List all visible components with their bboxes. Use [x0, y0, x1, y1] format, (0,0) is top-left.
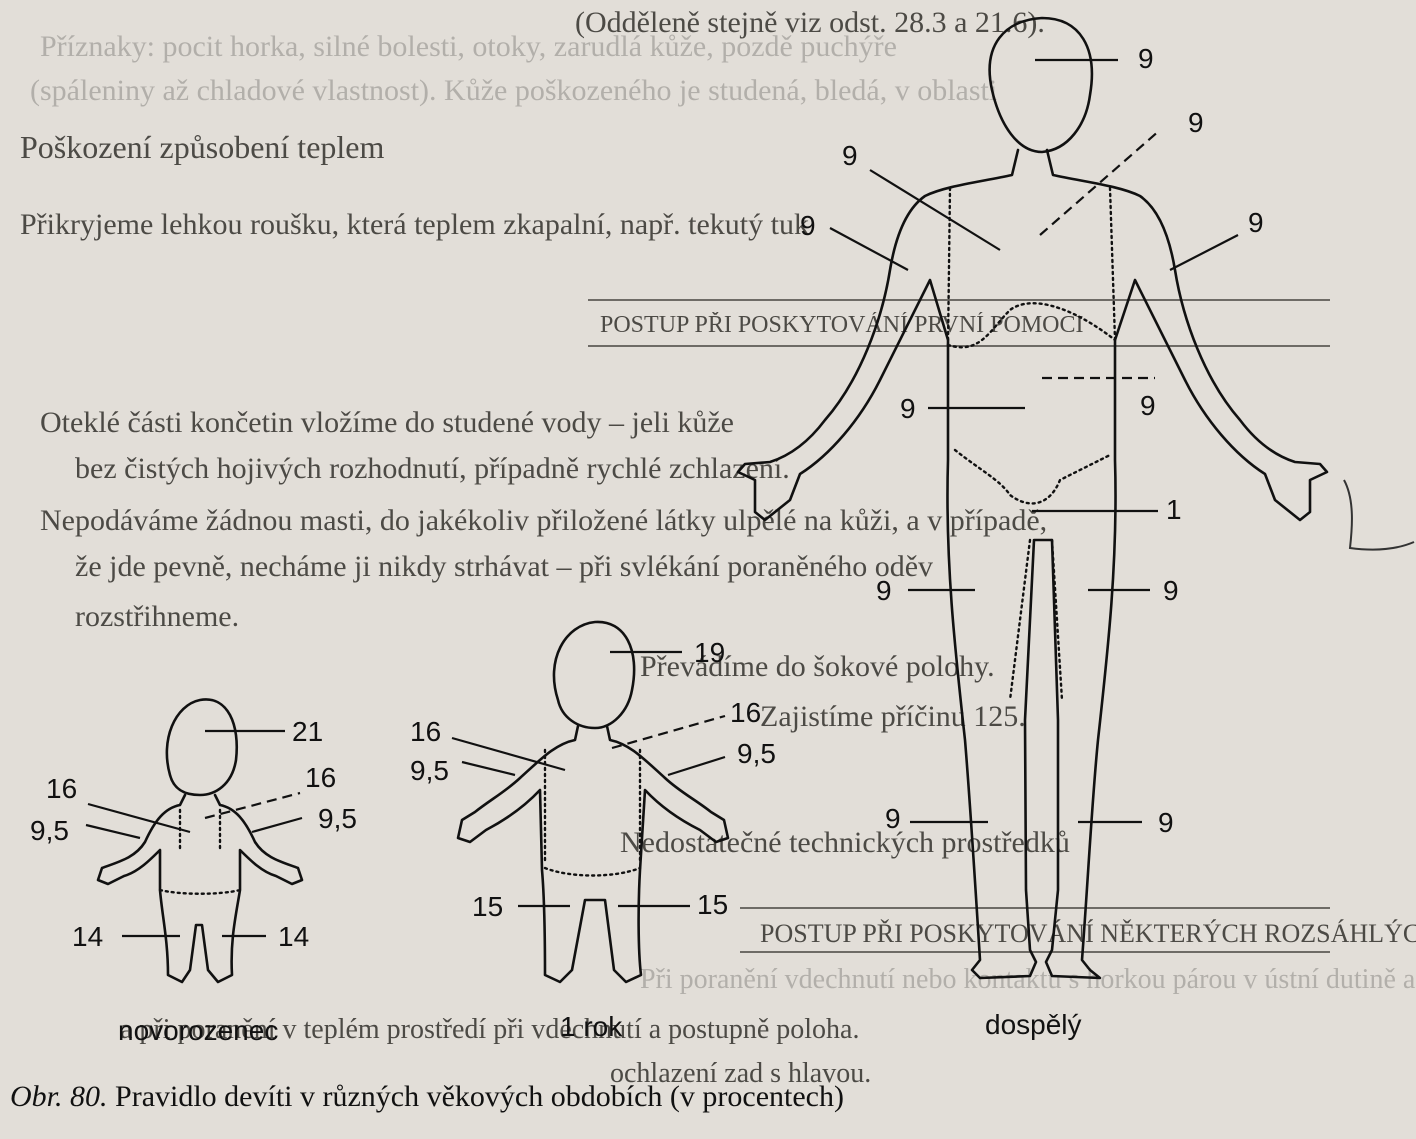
- adult-value-genitals: 1: [1166, 494, 1182, 525]
- adult-value-arm-right: 9: [1248, 207, 1264, 238]
- bg-line-3: (spáleniny až chladové vlastnost). Kůže …: [30, 74, 997, 107]
- bg-line-6: POSTUP PŘI POSKYTOVÁNÍ PRVNÍ POMOCI: [600, 312, 1084, 338]
- one-year-value-arm-right: 9,5: [737, 738, 776, 769]
- newborn-label: novorozenec: [118, 1015, 278, 1046]
- page-edge-curl: [1344, 480, 1414, 550]
- adult-value-arm-left: 9: [800, 210, 816, 241]
- bg-line-16: Při poranění vdechnutí nebo kontaktu s h…: [640, 964, 1416, 995]
- bg-line-11: rozstřihneme.: [75, 600, 239, 633]
- figure-newborn: 21 16 16 9,5 9,5 14 14 novorozenec: [30, 699, 357, 1046]
- bg-line-8: bez čistých hojivých rozhodnutí, případn…: [75, 452, 790, 485]
- newborn-value-arm-left: 9,5: [30, 815, 69, 846]
- adult-value-thigh-right: 9: [1163, 575, 1179, 606]
- newborn-head: [167, 699, 237, 795]
- newborn-value-arm-right: 9,5: [318, 803, 357, 834]
- bg-line-7: Oteklé části končetin vložíme do studené…: [40, 406, 734, 439]
- adult-value-trunk-back-lower: 9: [1140, 390, 1156, 421]
- one-year-value-leg-right: 15: [697, 889, 728, 920]
- adult-value-trunk-front-upper: 9: [842, 140, 858, 171]
- bg-line-2: Příznaky: pocit horka, silné bolesti, ot…: [40, 30, 897, 63]
- figure-caption: Obr. 80. Pravidlo devíti v různých věkov…: [10, 1080, 844, 1113]
- adult-value-thigh-left: 9: [876, 575, 892, 606]
- one-year-label: 1 rok: [560, 1011, 623, 1042]
- adult-value-shin-right: 9: [1158, 807, 1174, 838]
- newborn-value-trunk-back: 16: [305, 762, 336, 793]
- adult-value-head: 9: [1138, 43, 1154, 74]
- adult-value-trunk-back-upper: 9: [1188, 107, 1204, 138]
- bg-line-4: Poškození způsobení teplem: [20, 129, 384, 165]
- bg-line-5: Přikryjeme lehkou roušku, která teplem z…: [20, 208, 809, 241]
- newborn-value-head: 21: [292, 716, 323, 747]
- newborn-value-leg-left: 14: [72, 921, 103, 952]
- newborn-body: [98, 795, 302, 982]
- newborn-value-leg-right: 14: [278, 921, 309, 952]
- one-year-value-leg-left: 15: [472, 891, 503, 922]
- bg-line-15: POSTUP PŘI POSKYTOVÁNÍ NĚKTERÝCH ROZSÁHL…: [760, 919, 1416, 948]
- background-text: (Odděleně stejně viz odst. 28.3 a 21.6).…: [20, 6, 1416, 1089]
- adult-value-trunk-front-lower: 9: [900, 393, 916, 424]
- bg-line-9: Nepodáváme žádnou masti, do jakékoliv př…: [40, 504, 1047, 537]
- one-year-value-trunk-front: 16: [410, 716, 441, 747]
- adult-value-shin-left: 9: [885, 803, 901, 834]
- caption-prefix: Obr. 80.: [10, 1080, 108, 1113]
- caption-text: Pravidlo devíti v různých věkových obdob…: [108, 1080, 844, 1113]
- one-year-value-trunk-back: 16: [730, 697, 761, 728]
- one-year-value-arm-left: 9,5: [410, 755, 449, 786]
- one-year-value-head: 19: [694, 637, 725, 668]
- adult-label: dospělý: [985, 1009, 1082, 1040]
- bg-line-14: Nedostatečné technických prostředků: [620, 826, 1070, 859]
- newborn-value-trunk-front: 16: [46, 773, 77, 804]
- one-year-head: [554, 622, 634, 728]
- bg-line-10: že jde pevně, necháme ji nikdy strhávat …: [75, 550, 933, 583]
- bg-line-13: Zajistíme příčinu 125.: [760, 700, 1026, 733]
